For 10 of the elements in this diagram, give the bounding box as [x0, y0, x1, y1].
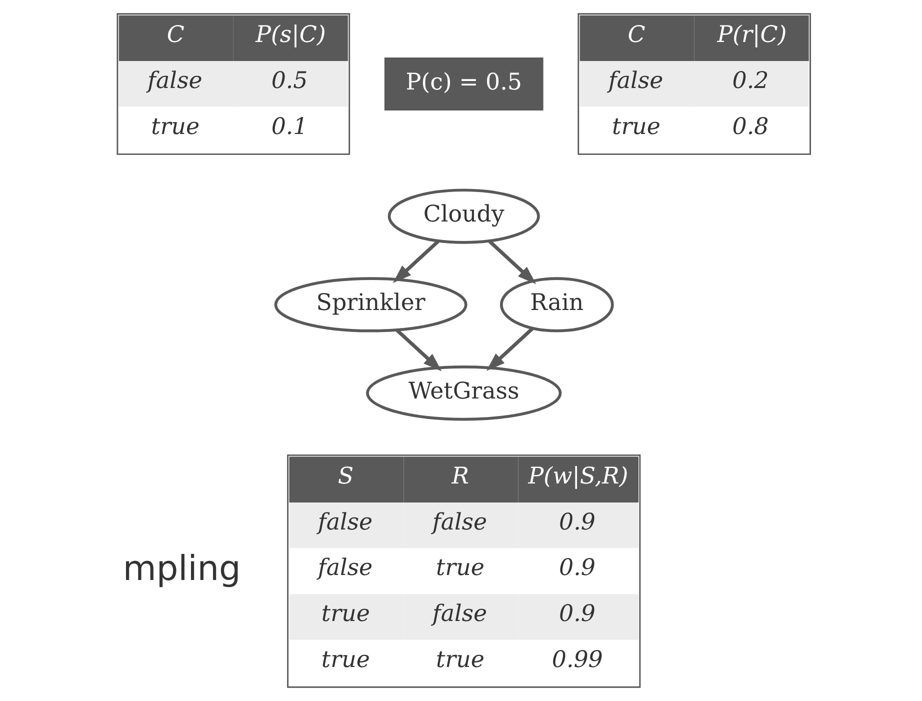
node-ellipse: Cloudy — [388, 188, 540, 244]
arrow — [392, 240, 440, 283]
node-ellipse: Rain — [500, 277, 614, 332]
arrow — [488, 240, 536, 284]
arrow — [486, 327, 534, 371]
node-ellipse: WetGrass — [366, 366, 562, 421]
arrow — [396, 329, 442, 372]
node-box: P(c) = 0.5 — [384, 58, 544, 110]
label: mpling — [122, 549, 241, 590]
node-ellipse: Sprinkler — [274, 277, 468, 332]
